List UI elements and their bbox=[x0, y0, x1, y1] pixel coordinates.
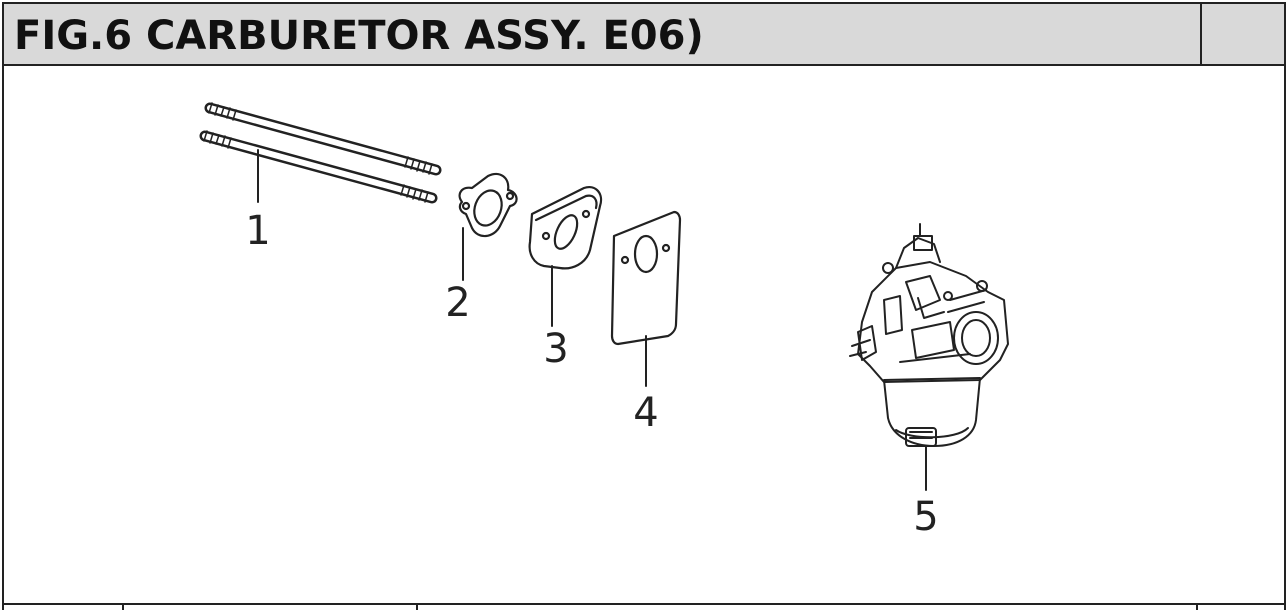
stud-bolt-part-1 bbox=[199, 102, 442, 204]
figure-title: FIG.6 CARBURETOR ASSY. E06) bbox=[14, 13, 704, 59]
diagram-area bbox=[2, 64, 1286, 610]
gasket-part-4 bbox=[610, 210, 682, 387]
carburetor-part-5 bbox=[849, 223, 1009, 491]
gasket-part-2 bbox=[458, 172, 518, 281]
callout-2: 2 bbox=[445, 280, 470, 326]
insulator-part-3 bbox=[528, 186, 603, 327]
header-empty-cell bbox=[1200, 4, 1288, 64]
callout-4: 4 bbox=[633, 390, 658, 436]
callout-3: 3 bbox=[543, 326, 568, 372]
callout-5: 5 bbox=[913, 494, 938, 540]
callout-1: 1 bbox=[245, 208, 270, 254]
figure-header: FIG.6 CARBURETOR ASSY. E06) bbox=[2, 2, 1286, 66]
